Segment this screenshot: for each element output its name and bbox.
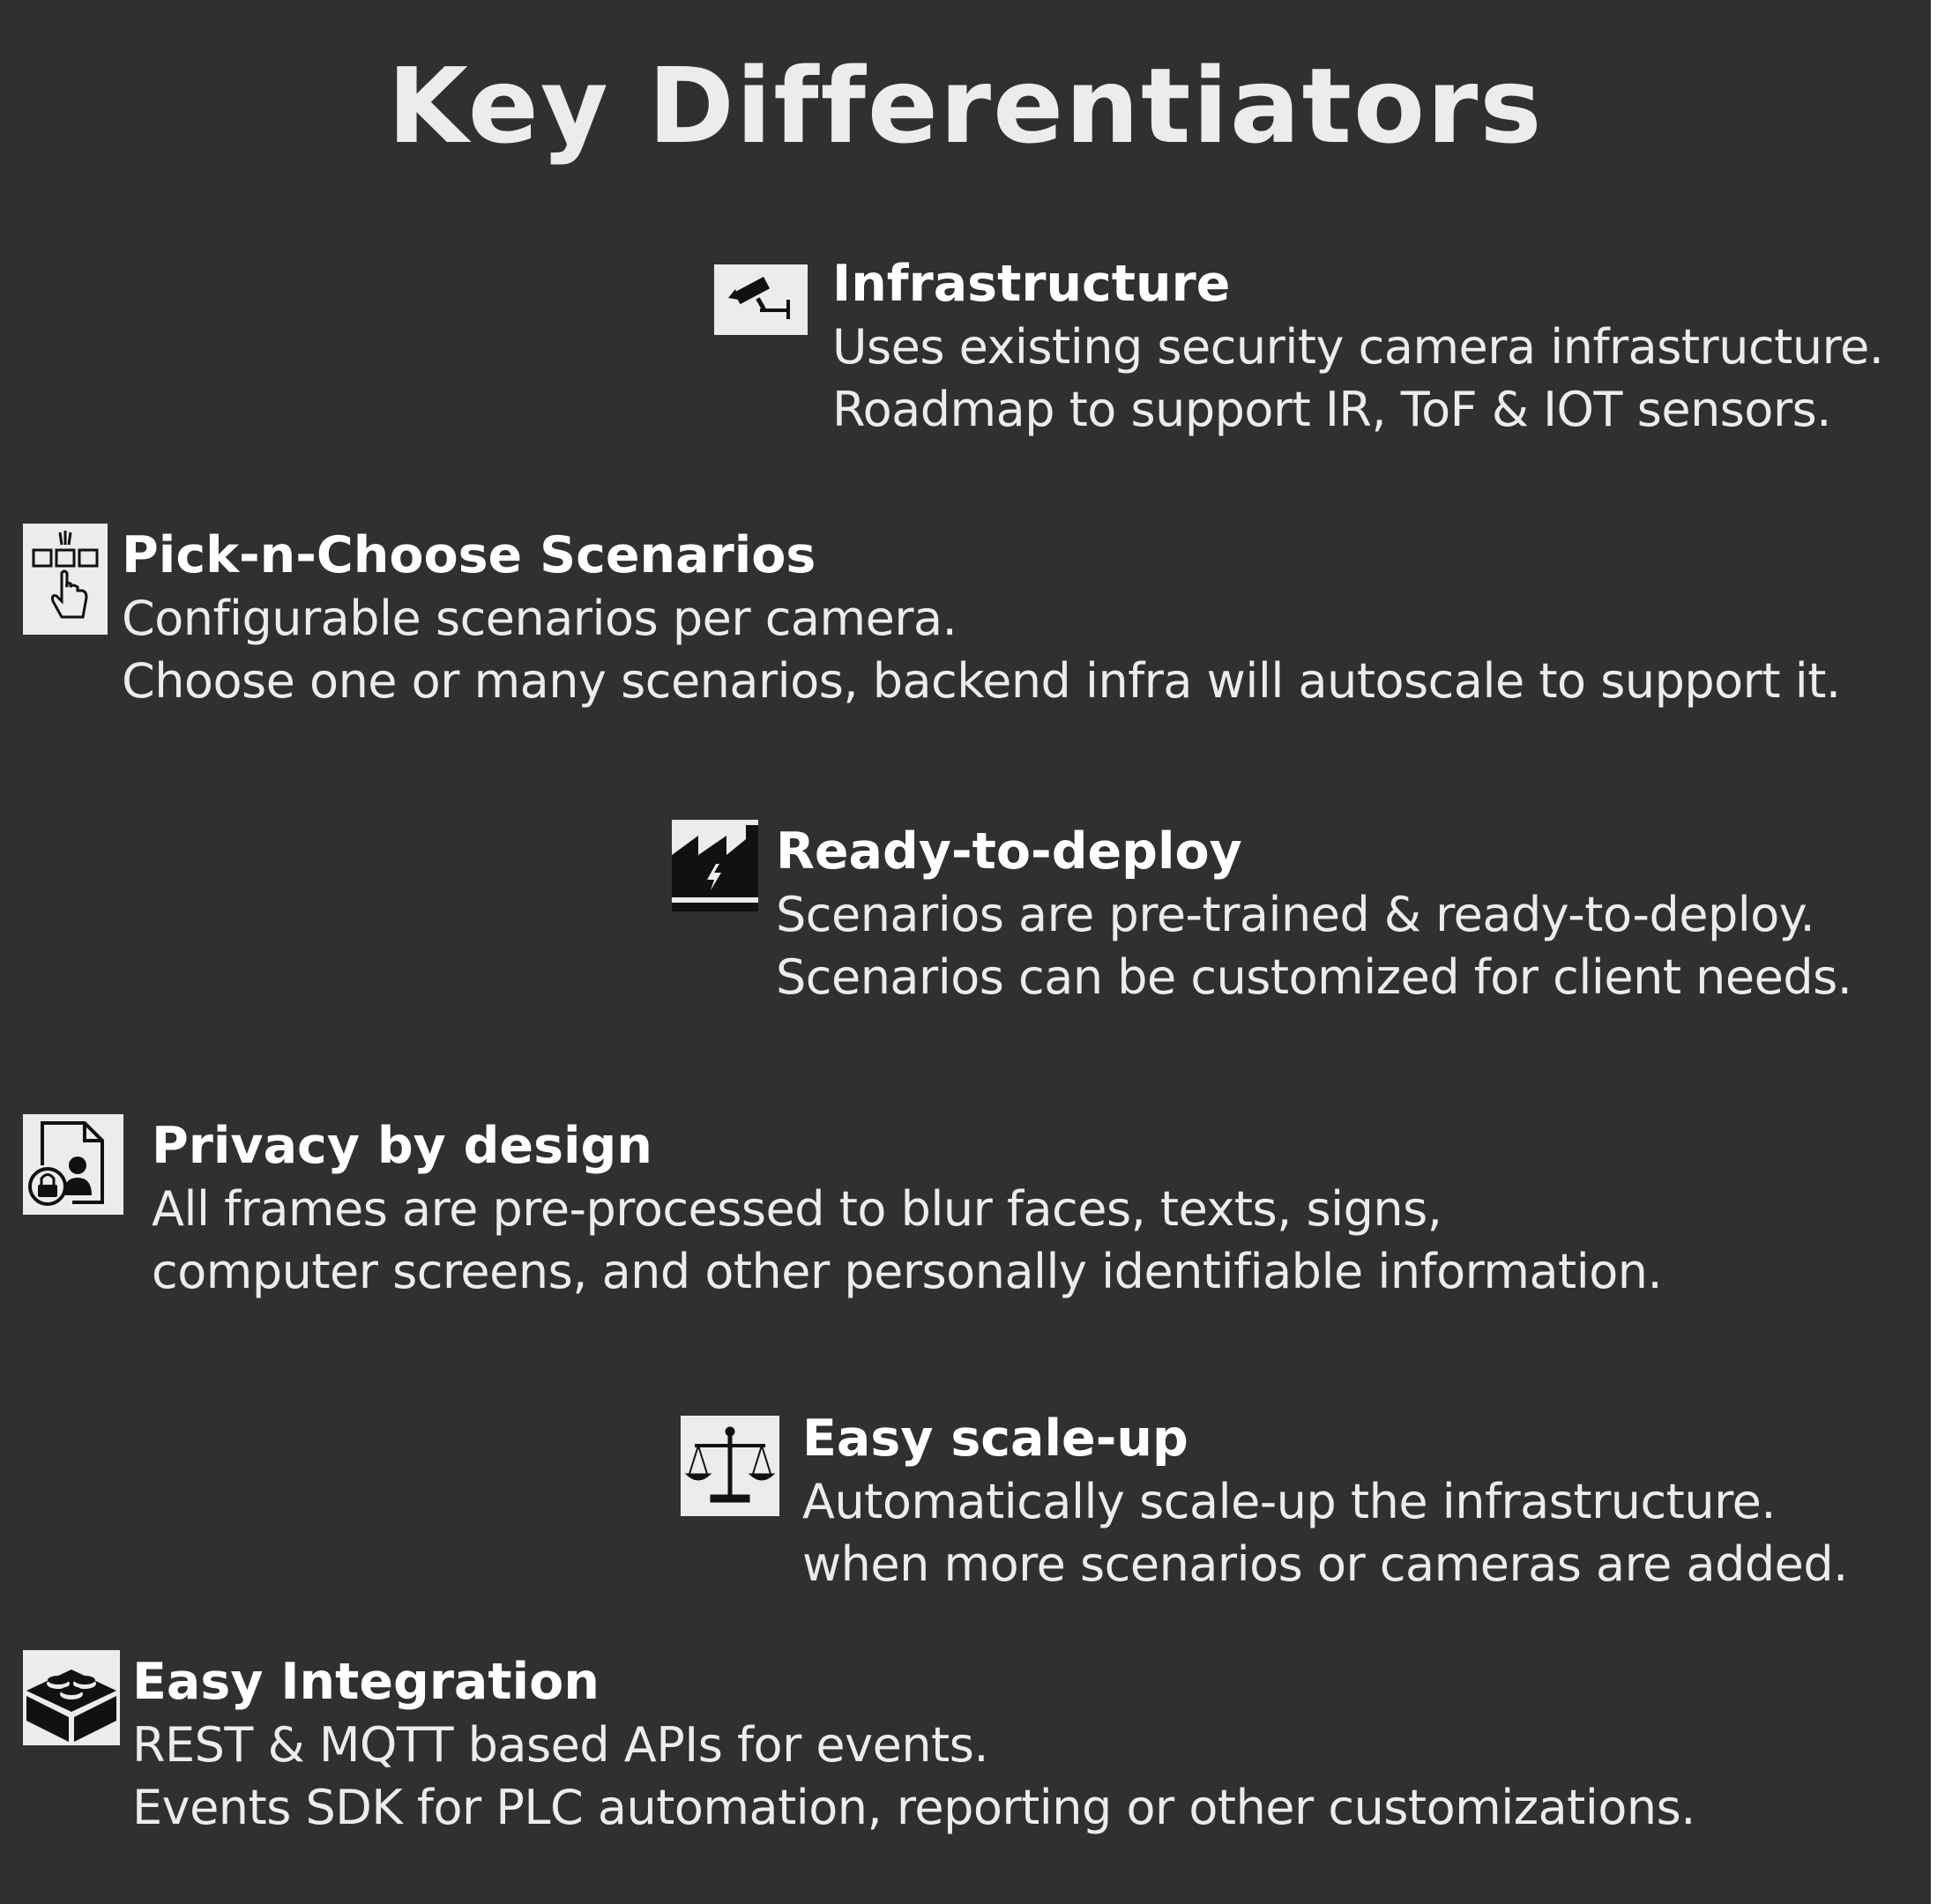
feature-line: computer screens, and other personally i…: [152, 1244, 1663, 1299]
feature-line: Scenarios are pre-trained & ready-to-dep…: [776, 887, 1815, 942]
balance-scale-icon: [681, 1416, 779, 1516]
feature-easy-scale-up: Easy scale-up Automatically scale-up the…: [681, 1407, 1927, 1601]
feature-heading: Easy Integration: [132, 1653, 600, 1711]
page-title: Key Differentiators: [387, 45, 1544, 167]
feature-heading: Ready-to-deploy: [776, 822, 1242, 881]
feature-line: Choose one or many scenarios, backend in…: [122, 653, 1841, 709]
feature-pick-n-choose: Pick-n-Choose Scenarios Configurable sce…: [23, 524, 1927, 718]
hand-pointer-select-icon: [23, 524, 108, 635]
feature-heading: Privacy by design: [152, 1117, 652, 1175]
security-camera-icon: [714, 264, 808, 335]
building-block-icon: [23, 1650, 120, 1745]
page-right-border: [1931, 0, 1952, 1904]
feature-heading: Easy scale-up: [802, 1409, 1188, 1468]
feature-infrastructure: Infrastructure Uses existing security ca…: [714, 252, 1931, 446]
feature-heading: Infrastructure: [832, 255, 1231, 313]
feature-line: Configurable scenarios per camera.: [122, 591, 957, 646]
feature-line: Roadmap to support IR, ToF & IOT sensors…: [832, 382, 1831, 437]
feature-line: REST & MQTT based APIs for events.: [132, 1717, 989, 1773]
feature-line: Automatically scale-up the infrastructur…: [802, 1474, 1776, 1529]
feature-heading: Pick-n-Choose Scenarios: [122, 526, 816, 584]
feature-privacy-by-design: Privacy by design All frames are pre-pro…: [23, 1114, 1927, 1308]
privacy-lock-document-icon: [23, 1114, 123, 1215]
feature-line: when more scenarios or cameras are added…: [802, 1536, 1848, 1592]
factory-icon: [672, 820, 758, 911]
feature-ready-to-deploy: Ready-to-deploy Scenarios are pre-traine…: [672, 820, 1924, 1014]
feature-line: Uses existing security camera infrastruc…: [832, 319, 1884, 375]
feature-line: All frames are pre-processed to blur fac…: [152, 1181, 1442, 1237]
feature-line: Events SDK for PLC automation, reporting…: [132, 1780, 1695, 1835]
feature-easy-integration: Easy Integration REST & MQTT based APIs …: [23, 1650, 1927, 1844]
feature-line: Scenarios can be customized for client n…: [776, 949, 1852, 1005]
